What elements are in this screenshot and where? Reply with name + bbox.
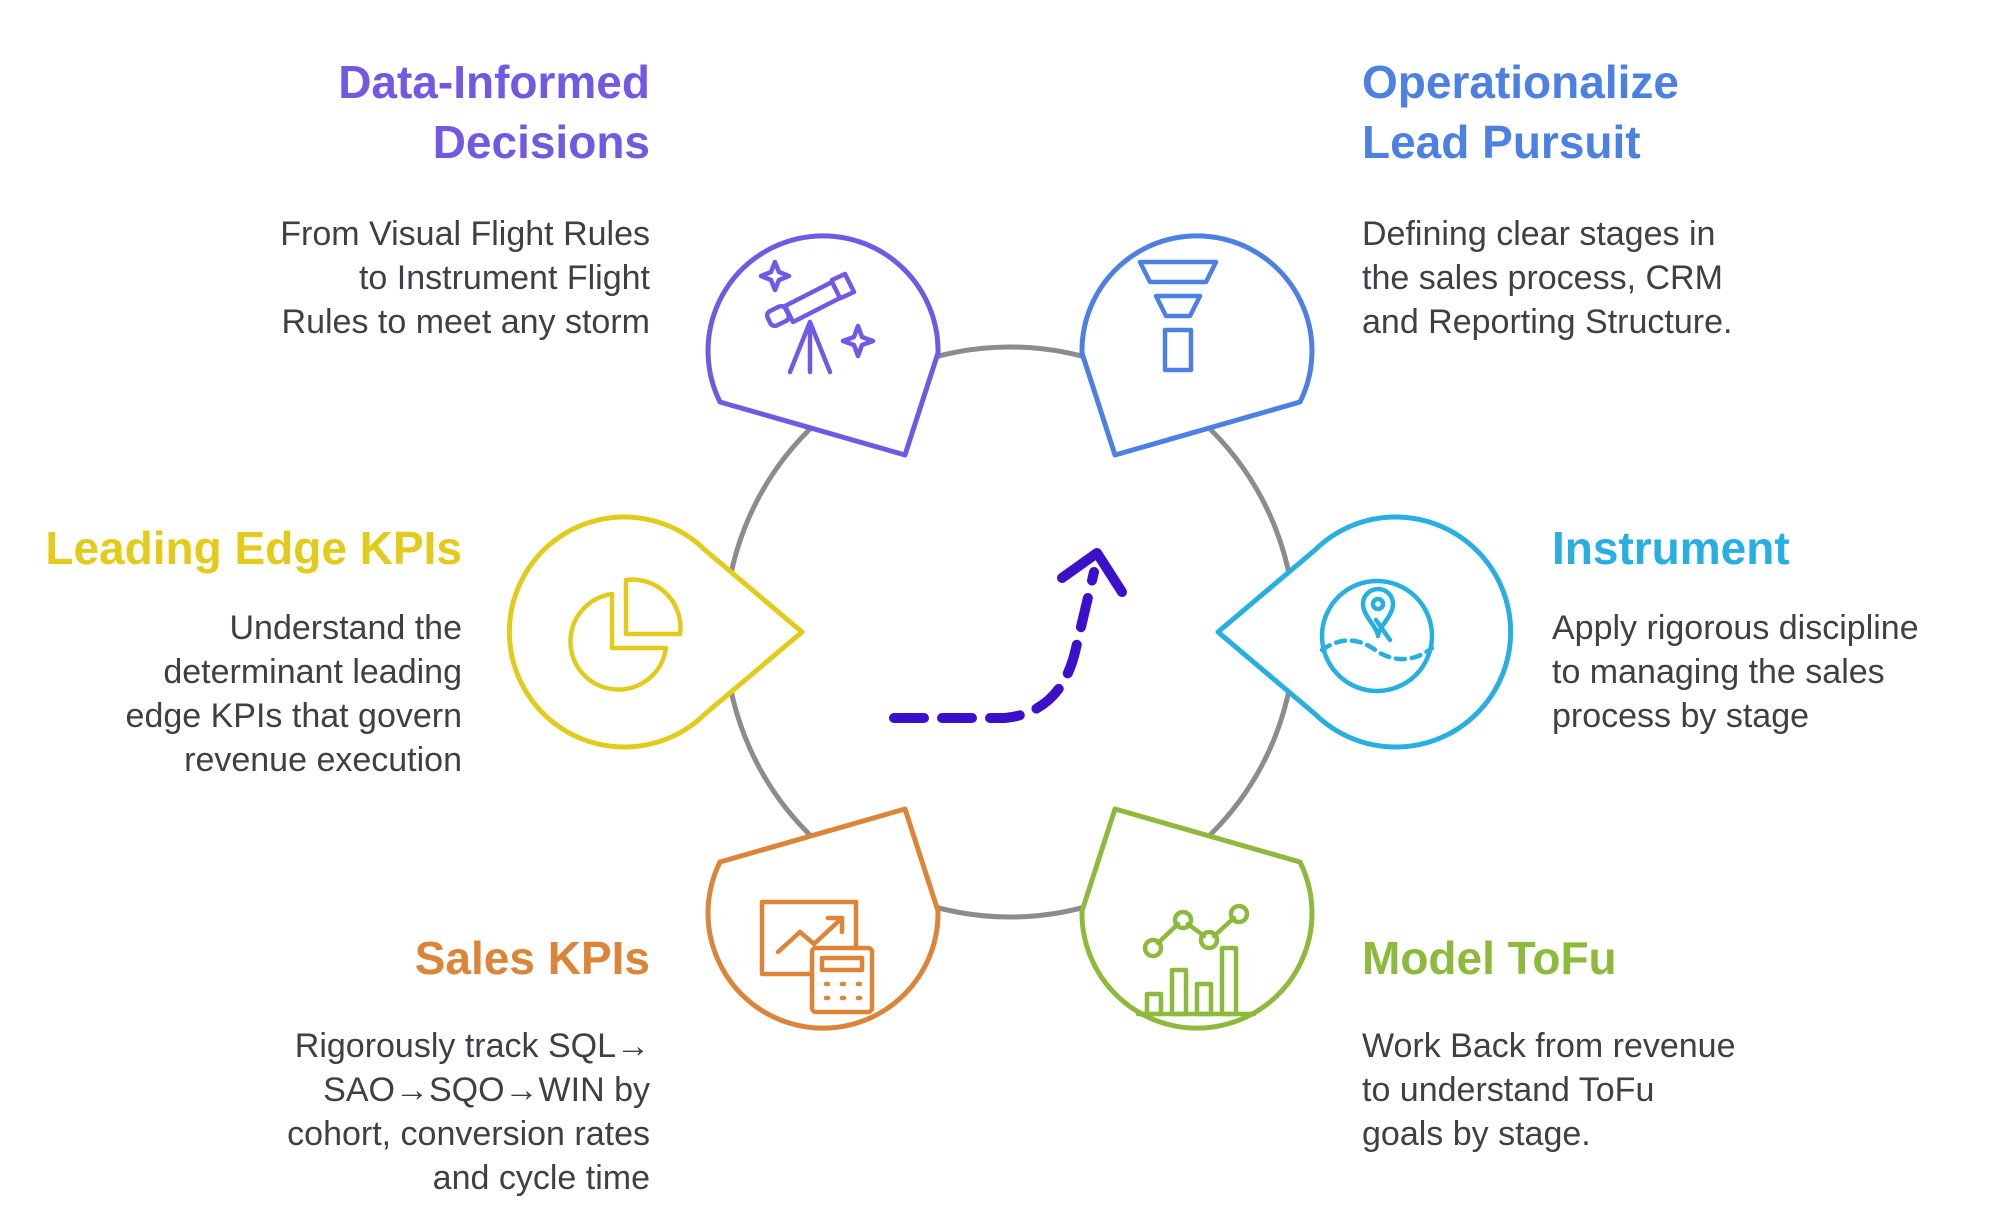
item-description: From Visual Flight Rules to Instrument F… <box>280 215 650 341</box>
item-description: Rigorously track SQL→ SAO→SQO→WIN by coh… <box>287 1027 650 1197</box>
telescope-icon <box>758 259 876 375</box>
item-title: Leading Edge KPIs <box>45 522 462 574</box>
item-description: Understand the determinant leading edge … <box>125 609 462 779</box>
pie-chart-icon <box>568 577 683 692</box>
item-leading-edge: Leading Edge KPIs Understand the determi… <box>20 518 462 782</box>
item-instrument: Instrument Apply rigorous discipline to … <box>1552 518 1992 738</box>
item-description: Work Back from revenue to understand ToF… <box>1362 1027 1736 1153</box>
item-title: Sales KPIs <box>414 932 650 984</box>
map-pin-icon <box>1319 578 1435 694</box>
growth-chart-icon <box>1135 903 1257 1017</box>
pin-leading-edge <box>506 514 805 750</box>
cycle-ring <box>722 344 1298 920</box>
pin-model-tofu <box>1079 806 1315 1031</box>
item-data-informed: Data-Informed Decisions From Visual Flig… <box>140 52 650 344</box>
pin-shape <box>1079 233 1315 458</box>
item-title: Data-Informed Decisions <box>338 56 650 168</box>
growth-arrow-icon <box>889 548 1127 723</box>
pin-instrument <box>1215 514 1514 750</box>
item-title: Model ToFu <box>1362 932 1617 984</box>
pin-shape <box>1215 514 1514 750</box>
item-description: Apply rigorous discipline to managing th… <box>1552 609 1919 735</box>
calculator-chart-icon <box>759 899 875 1015</box>
pin-sales-kpis <box>705 806 941 1031</box>
item-title: Instrument <box>1552 522 1790 574</box>
pin-shape <box>705 233 941 458</box>
funnel-icon <box>1137 259 1219 373</box>
pin-shape <box>705 806 941 1031</box>
item-operationalize: Operationalize Lead Pursuit Defining cle… <box>1362 52 1922 344</box>
pin-data-informed <box>705 233 941 458</box>
item-model-tofu: Model ToFu Work Back from revenue to und… <box>1362 928 1922 1156</box>
pin-shape <box>1079 806 1315 1031</box>
pin-operationalize <box>1079 233 1315 458</box>
item-description: Defining clear stages in the sales proce… <box>1362 215 1733 341</box>
item-title: Operationalize Lead Pursuit <box>1362 56 1679 168</box>
item-sales-kpis: Sales KPIs Rigorously track SQL→ SAO→SQO… <box>140 928 650 1200</box>
